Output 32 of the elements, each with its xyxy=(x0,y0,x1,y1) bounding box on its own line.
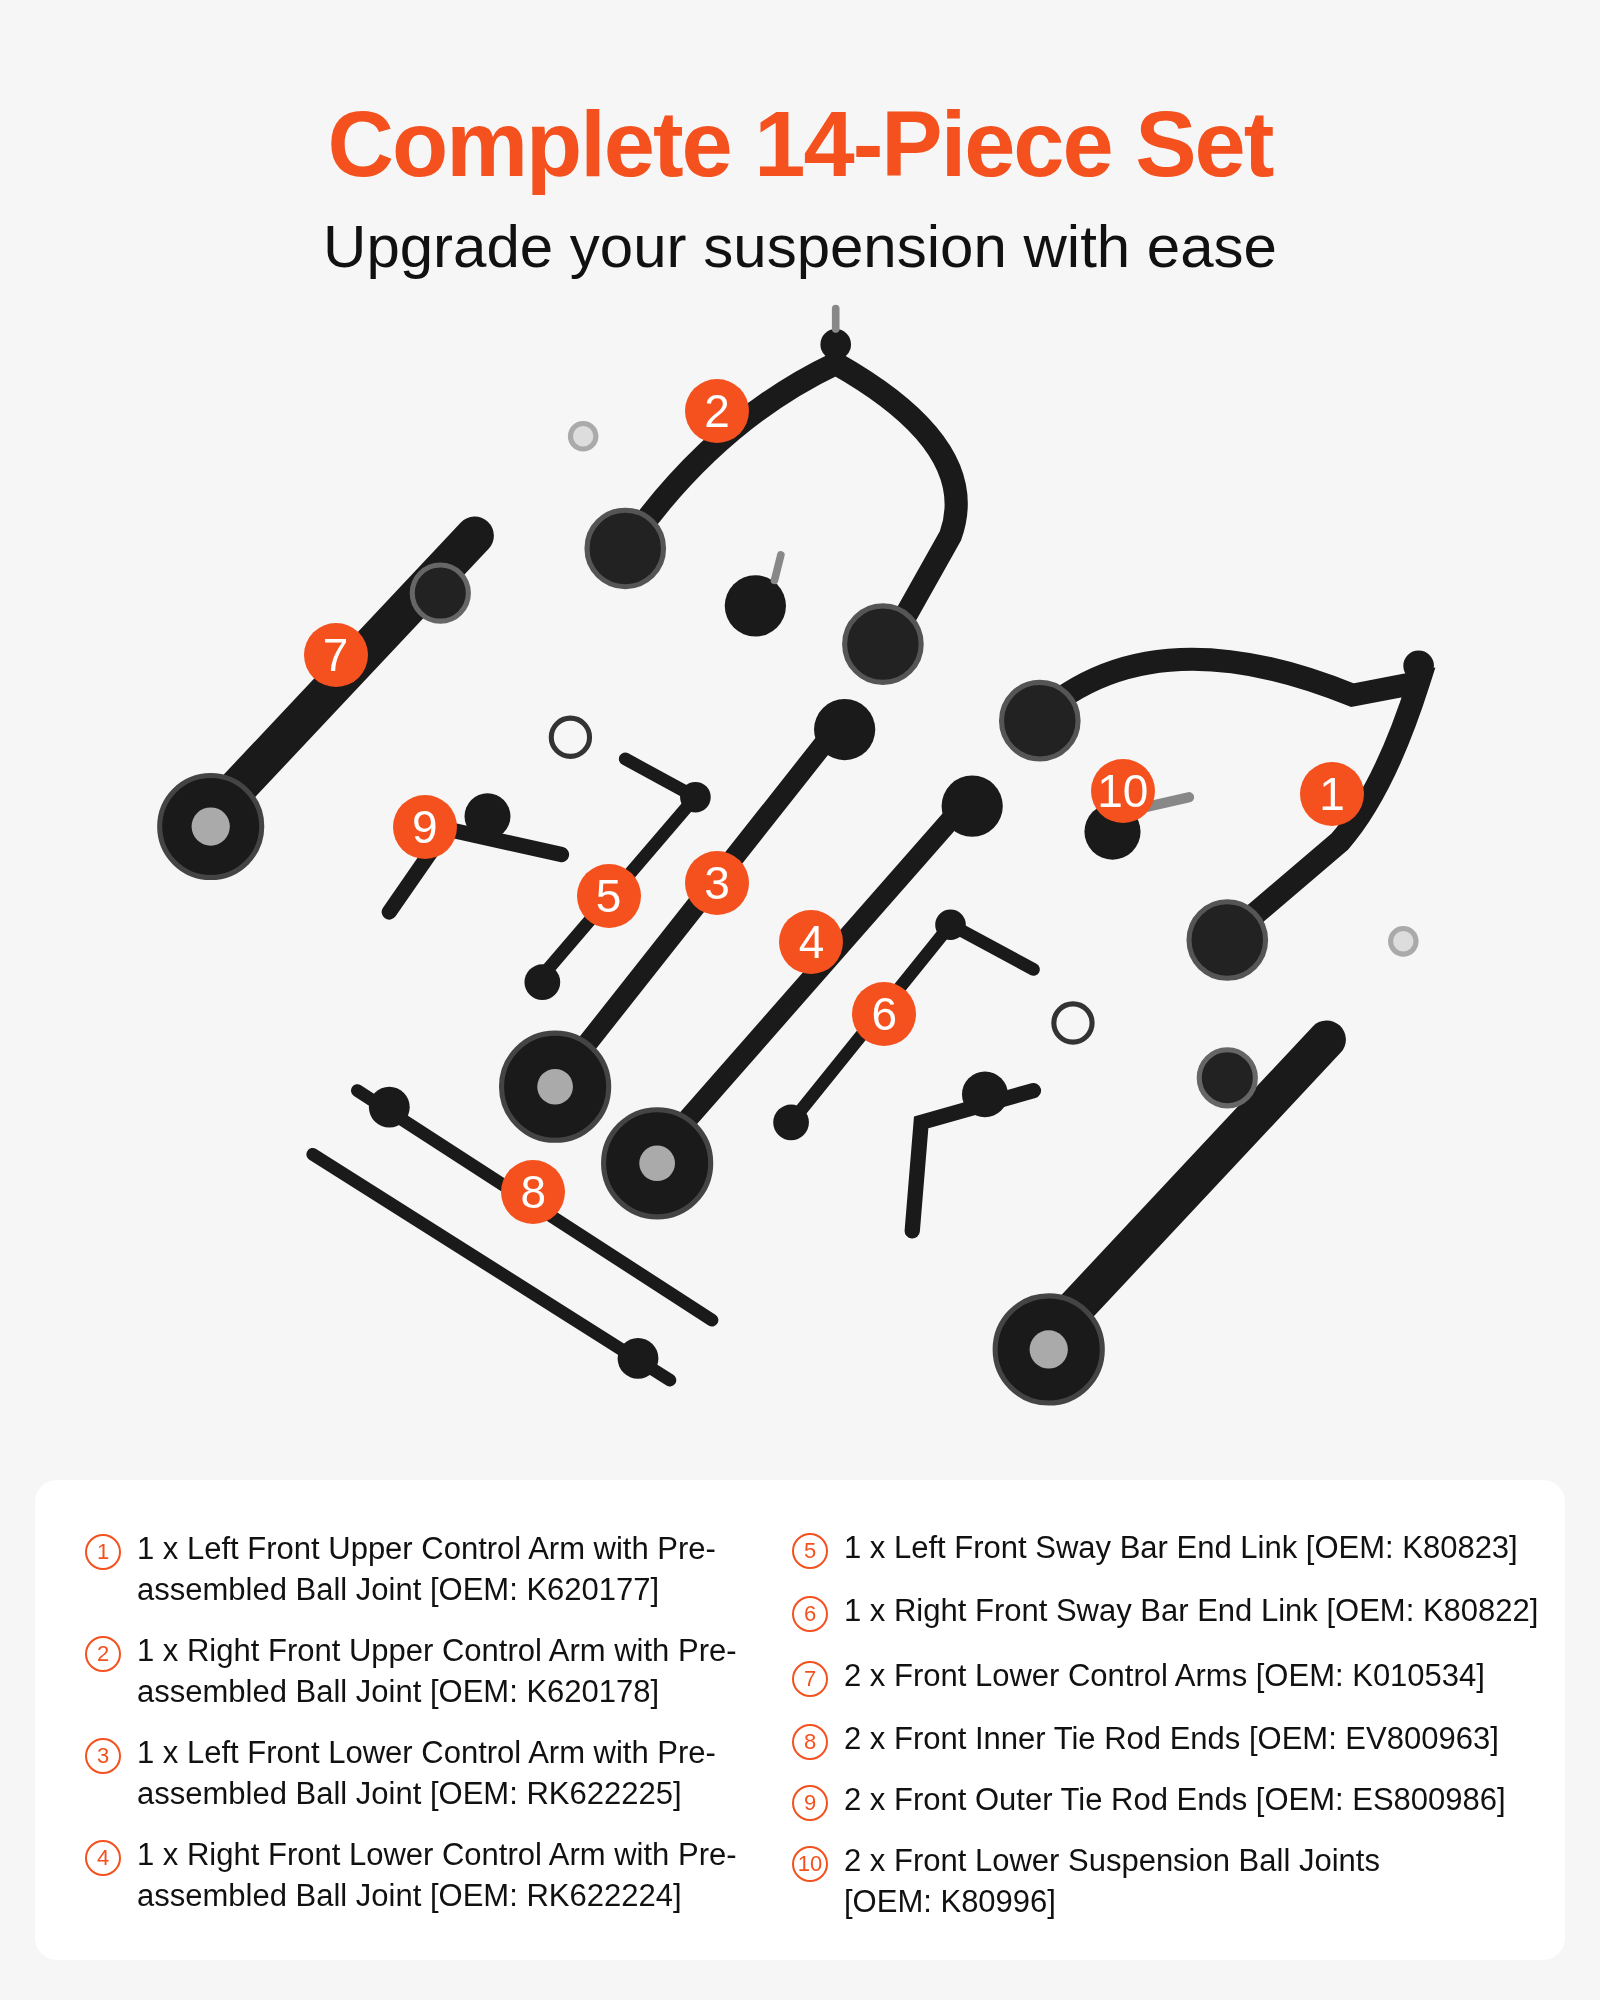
callout-number: 5 xyxy=(576,863,641,928)
part-description: 2 x Front Inner Tie Rod Ends [OEM: EV800963] xyxy=(844,1720,1500,1758)
list-number: 4 xyxy=(85,1840,121,1876)
list-number: 7 xyxy=(792,1661,828,1697)
part-description: 1 x Left Front Upper Control Arm with Pre-assembled Ball Joint [OEM: K620177] xyxy=(137,1530,717,1609)
callout-number: 2 xyxy=(685,378,750,443)
part-description: 1 x Right Front Sway Bar End Link [OEM: K80822] xyxy=(844,1592,1540,1630)
subtitle: Upgrade your suspension with ease xyxy=(322,212,1278,281)
callout-number: 4 xyxy=(779,909,844,974)
part-description: 1 x Right Front Lower Control Arm with Pre-assembled Ball Joint [OEM: RK622224] xyxy=(137,1836,737,1915)
list-number: 6 xyxy=(792,1596,828,1632)
list-number: 5 xyxy=(792,1533,828,1569)
list-number: 9 xyxy=(792,1785,828,1821)
callout-number: 8 xyxy=(501,1159,566,1224)
callout-number: 9 xyxy=(392,794,457,859)
list-number: 3 xyxy=(85,1738,121,1774)
part-description: 2 x Front Lower Control Arms [OEM: K010534] xyxy=(844,1657,1486,1695)
part-description: 1 x Left Front Lower Control Arm with Pre-assembled Ball Joint [OEM: RK622225] xyxy=(137,1734,717,1813)
callout-number: 3 xyxy=(685,850,750,915)
part-description: 2 x Front Outer Tie Rod Ends [OEM: ES800986] xyxy=(844,1781,1507,1819)
callout-number: 1 xyxy=(1300,761,1365,826)
callout-number: 7 xyxy=(303,622,368,687)
list-number: 8 xyxy=(792,1724,828,1760)
part-description: 2 x Front Lower Suspension Ball Joints [OEM: K80996] xyxy=(844,1842,1381,1921)
callout-number: 10 xyxy=(1090,759,1155,824)
list-number: 1 xyxy=(85,1534,121,1570)
part-description: 1 x Left Front Sway Bar End Link [OEM: K80823] xyxy=(844,1529,1519,1567)
list-number: 10 xyxy=(792,1846,828,1882)
part-description: 1 x Right Front Upper Control Arm with Pre-assembled Ball Joint [OEM: K620178] xyxy=(137,1632,737,1711)
title: Complete 14-Piece Set xyxy=(326,92,1274,197)
callout-number: 6 xyxy=(852,982,917,1047)
list-number: 2 xyxy=(85,1636,121,1672)
